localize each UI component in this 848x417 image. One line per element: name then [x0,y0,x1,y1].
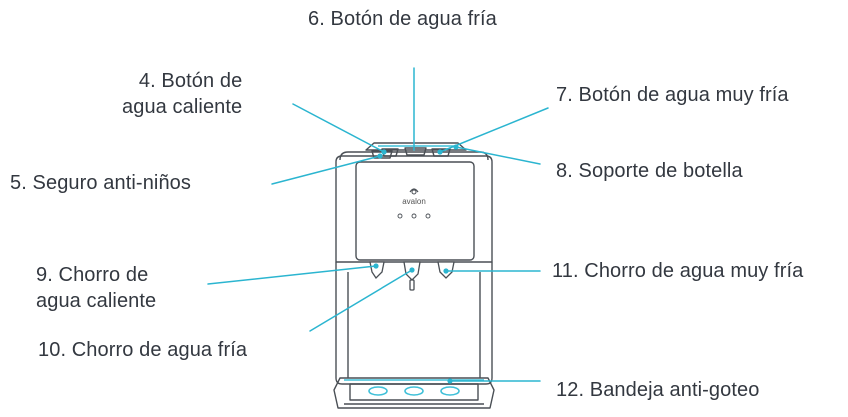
spout-tip [409,279,415,291]
callout-line-10 [309,269,413,332]
callout-dot-12 [447,378,453,384]
label-child-lock: 5. Seguro anti-niños [10,172,192,194]
drip-slot-3 [440,386,460,396]
label-hot-water-spout: 9. Chorro de agua caliente [36,264,157,312]
led-extra-cold [425,213,431,219]
dispenser-upper-body [335,155,493,263]
callout-line-8 [455,146,541,165]
drip-slot-2 [404,386,424,396]
callout-dot-8 [453,144,459,150]
avalon-logo: avalon [402,188,426,206]
callout-dot-5 [377,153,383,159]
led-cold [411,213,417,219]
callout-dot-10 [409,267,415,273]
drip-tray-grate [349,383,479,401]
label-extra-cold-water-button: 7. Botón de agua muy fría [556,84,789,106]
drip-slot-1 [368,386,388,396]
callout-line-9 [207,265,377,285]
callout-dot-7 [437,149,443,155]
label-bottle-holder: 8. Soporte de botella [556,160,743,182]
label-cold-water-spout: 10. Chorro de agua fría [38,339,248,361]
led-hot [397,213,403,219]
callout-dot-4 [381,149,387,155]
brand-text: avalon [402,197,426,206]
callout-line-4 [292,103,385,153]
label-cold-water-button: 6. Botón de agua fría [308,8,497,30]
callout-line-5 [271,155,381,185]
callout-dot-9 [373,263,379,269]
label-drip-tray: 12. Bandeja anti-goteo [556,379,760,401]
label-hot-water-button: 4. Botón de agua caliente [122,70,243,118]
label-extra-cold-water-spout: 11. Chorro de agua muy fría [552,260,804,282]
cold-button [404,147,427,156]
drip-tray-outline [333,377,495,409]
callout-dot-11 [443,268,449,274]
front-panel [355,161,475,261]
callout-line-7 [439,107,549,153]
